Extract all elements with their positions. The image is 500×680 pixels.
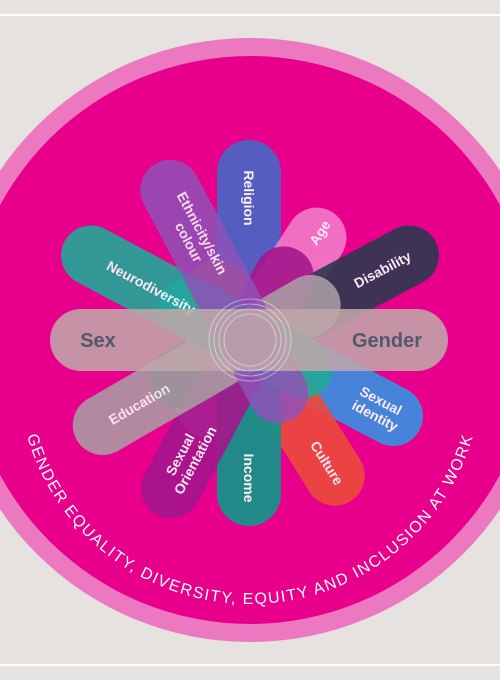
sex-gender-band: Sex Gender [50,309,448,371]
band-shape [50,309,448,371]
petal-income-label: Income [241,453,257,502]
center-ring-1 [223,313,277,367]
center-rings [208,298,292,382]
petal-religion-label: Religion [241,170,257,225]
center-ring-2 [218,308,282,372]
top-divider [0,14,500,16]
center-ring-3 [213,303,287,377]
band-label-sex: Sex [80,330,116,352]
center-ring-4 [208,298,292,382]
band-label-gender: Gender [352,330,422,352]
bottom-divider [0,664,500,666]
